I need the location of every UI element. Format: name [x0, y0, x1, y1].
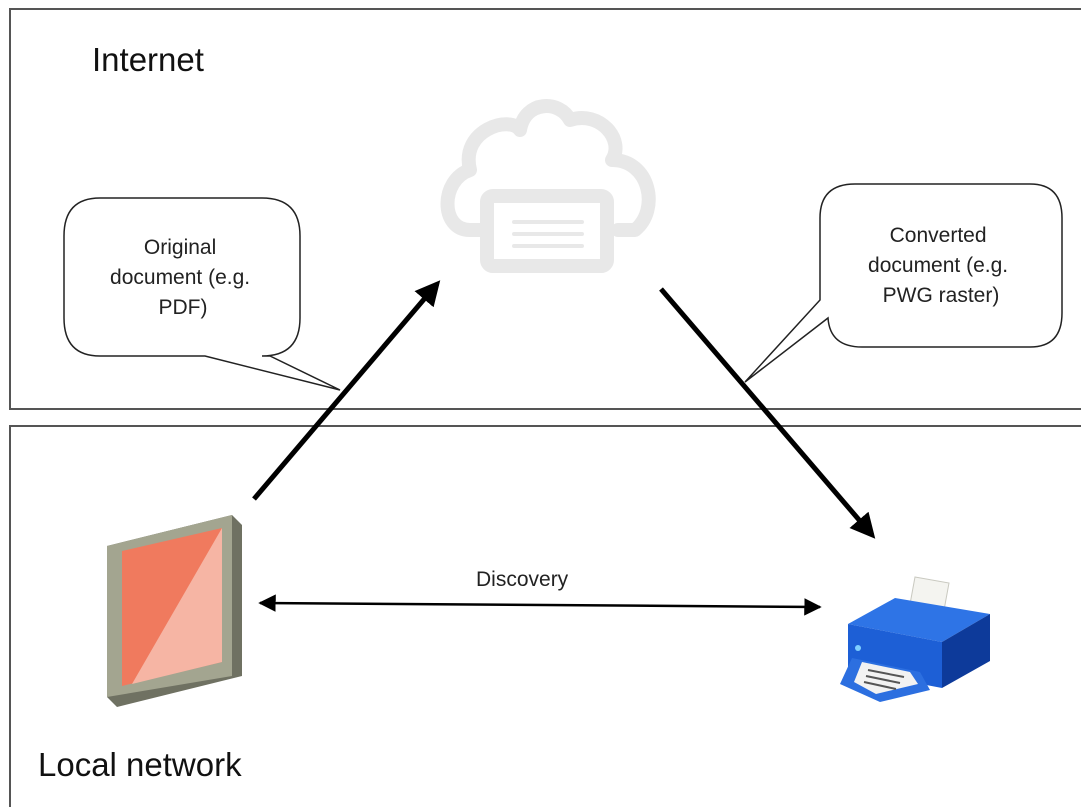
converted-line-3: PWG raster) — [883, 284, 1000, 307]
original-document-text: Original document (e.g. PDF) — [110, 236, 256, 319]
internet-zone-label: Internet — [92, 41, 204, 78]
upload-arrow — [252, 280, 441, 501]
discovery-arrow — [258, 594, 822, 616]
cloud-printer-icon — [440, 99, 656, 273]
original-line-1: Original — [144, 236, 216, 259]
discovery-edge: Discovery — [258, 568, 822, 616]
original-line-2: document (e.g. — [110, 266, 250, 289]
tablet-icon — [107, 515, 242, 707]
download-arrow — [659, 287, 876, 539]
original-document-callout: Original document (e.g. PDF) — [63, 197, 341, 391]
discovery-label: Discovery — [476, 568, 569, 591]
local-network-zone-label: Local network — [38, 746, 242, 783]
converted-document-callout: Converted document (e.g. PWG raster) — [744, 183, 1063, 383]
converted-line-2: document (e.g. — [868, 254, 1008, 277]
printer-icon — [840, 576, 990, 702]
converted-document-text: Converted document (e.g. PWG raster) — [868, 224, 1014, 307]
converted-line-1: Converted — [890, 224, 987, 247]
original-line-3: PDF) — [159, 296, 208, 319]
